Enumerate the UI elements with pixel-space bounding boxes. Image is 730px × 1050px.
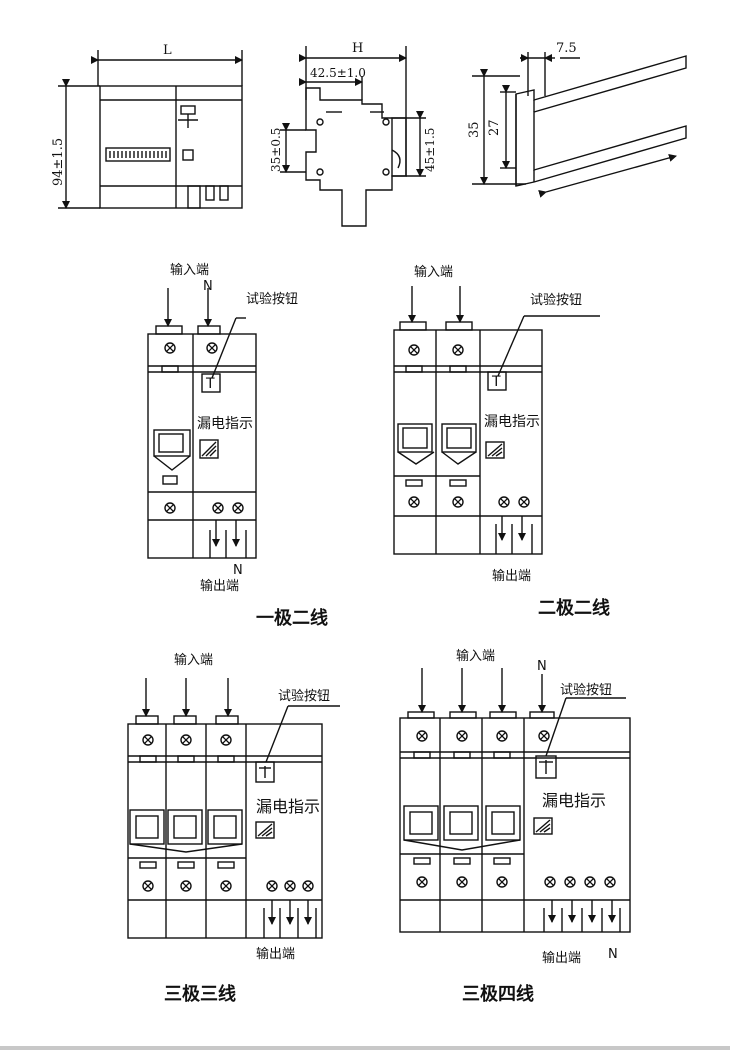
dim-front-height-label: 45±1.5 (423, 128, 437, 172)
d2-input-label: 输入端 (414, 264, 453, 280)
dim-height-label: 94±1.5 (51, 138, 66, 186)
dim-rail-inner-label: 27 (487, 119, 502, 136)
d1-test-button-label: 试验按钮 (246, 291, 298, 307)
d4-neutral-output-label: N (608, 947, 618, 962)
dim-neck-label: 35±0.5 (269, 128, 283, 172)
bottom-divider (0, 1046, 730, 1050)
din-rail (472, 52, 687, 198)
dim-width-label: L (163, 43, 172, 58)
diagram-three-pole-three-wire (127, 678, 340, 939)
d1-leak-indicator-label: 漏电指示 (197, 416, 253, 432)
caption-three-pole-four-wire: 三极四线 (462, 983, 534, 1005)
dim-depth-label: H (352, 41, 363, 56)
dim-inner-depth-label: 42.5±1.0 (310, 66, 366, 80)
side-view (280, 46, 426, 227)
d3-input-label: 输入端 (174, 652, 213, 668)
dim-rail-outer-label: 35 (467, 121, 482, 138)
diagram-one-pole-two-wire (147, 288, 257, 559)
d4-output-label: 输出端 (542, 950, 581, 966)
d4-leak-indicator-label: 漏电指示 (542, 791, 606, 810)
d1-neutral-output-label: N (233, 563, 243, 578)
d1-test-symbol: T (205, 376, 215, 392)
d2-test-symbol: T (491, 374, 501, 390)
d4-test-button-label: 试验按钮 (560, 682, 612, 698)
diagram-three-pole-four-wire (399, 668, 631, 933)
d2-test-button-label: 试验按钮 (530, 292, 582, 308)
d1-input-label: 输入端 (170, 262, 209, 278)
caption-two-pole-two-wire: 二极二线 (538, 597, 610, 619)
dim-rail-width-label: 7.5 (556, 41, 577, 56)
d3-leak-indicator-label: 漏电指示 (256, 797, 320, 816)
caption-one-pole-two-wire: 一极二线 (256, 607, 328, 629)
d1-output-label: 输出端 (200, 578, 239, 594)
d2-output-label: 输出端 (492, 568, 531, 584)
d3-test-button-label: 试验按钮 (278, 688, 330, 704)
d4-input-label: 输入端 (456, 648, 495, 664)
d1-neutral-input-label: N (203, 279, 213, 294)
d3-output-label: 输出端 (256, 946, 295, 962)
d4-neutral-input-label: N (537, 659, 547, 674)
diagram-two-pole-two-wire (393, 286, 600, 555)
front-view (58, 50, 243, 209)
d2-leak-indicator-label: 漏电指示 (484, 414, 540, 430)
caption-three-pole-three-wire: 三极三线 (164, 983, 236, 1005)
